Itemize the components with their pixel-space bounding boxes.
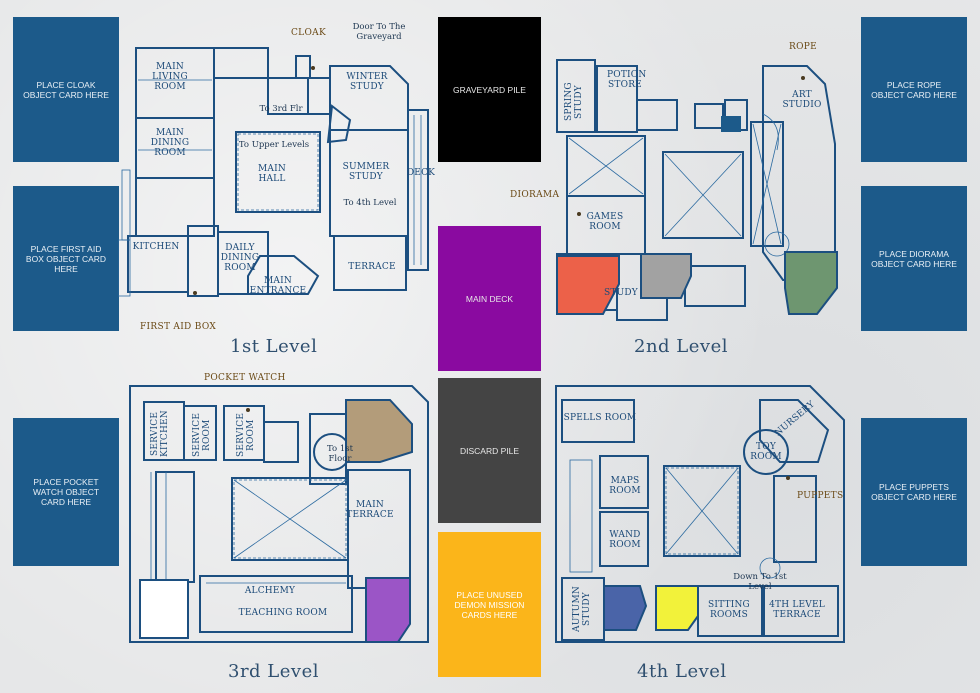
level3-floorplan	[129, 385, 429, 643]
to-3rd-flr-label: To 3rd Flr	[259, 104, 303, 114]
door-graveyard-label: Door To The Graveyard	[352, 22, 406, 42]
pocket-watch-marker	[246, 408, 250, 412]
first-aid-card-slot[interactable]: PLACE FIRST AID BOX OBJECT CARD HERE	[13, 186, 119, 331]
rope-marker	[801, 76, 805, 80]
cloak-marker	[311, 66, 315, 70]
sitting-rooms-label: SITTING ROOMS	[708, 600, 750, 620]
main-deck[interactable]: MAIN DECK	[438, 226, 541, 371]
kitchen-label: KITCHEN	[132, 242, 180, 252]
cloak-card-slot[interactable]: PLACE CLOAK OBJECT CARD HERE	[13, 17, 119, 162]
winter-study-label: WINTER STUDY	[346, 72, 388, 92]
summer-study-label: SUMMER STUDY	[342, 162, 390, 182]
discard-pile[interactable]: DISCARD PILE	[438, 378, 541, 523]
alchemy-label: ALCHEMY	[244, 586, 296, 596]
graveyard-pile[interactable]: GRAVEYARD PILE	[438, 17, 541, 162]
spells-room-label: SPELLS ROOM	[563, 413, 637, 423]
level1-floorplan	[118, 47, 429, 297]
diorama-marker	[577, 212, 581, 216]
to-upper-levels-label: To Upper Levels	[238, 140, 310, 150]
main-terrace-label: MAIN TERRACE	[346, 500, 394, 520]
down-to-1st-level-label: Down To 1st Level	[733, 572, 787, 592]
4th-level-terrace-label: 4TH LEVEL TERRACE	[769, 600, 825, 620]
study-label: STUDY	[604, 288, 638, 298]
demon-mission-slot[interactable]: PLACE UNUSED DEMON MISSION CARDS HERE	[438, 532, 541, 677]
level1-title: 1st Level	[230, 336, 318, 357]
diorama-object-label: DIORAMA	[510, 190, 560, 200]
level4-floorplan	[555, 385, 845, 643]
games-room-label: GAMES ROOM	[586, 212, 624, 232]
service-room-label-2: SERVICE ROOM	[236, 412, 256, 458]
daily-dining-room-label: DAILY DINING ROOM	[220, 243, 260, 273]
teaching-room-label: TEACHING ROOM	[238, 608, 328, 618]
rope-card-slot[interactable]: PLACE ROPE OBJECT CARD HERE	[861, 17, 967, 162]
cloak-object-label: CLOAK	[291, 28, 326, 38]
rope-object-label: ROPE	[789, 42, 817, 52]
diorama-card-slot[interactable]: PLACE DIORAMA OBJECT CARD HERE	[861, 186, 967, 331]
to-1st-floor-label: To 1st Floor	[326, 444, 353, 464]
level4-title: 4th Level	[637, 661, 727, 682]
puppets-card-slot[interactable]: PLACE PUPPETS OBJECT CARD HERE	[861, 418, 967, 566]
main-entrance-label: MAIN ENTRANCE	[249, 276, 307, 296]
wand-room-label: WAND ROOM	[609, 530, 641, 550]
level3-title: 3rd Level	[228, 661, 319, 682]
main-living-room-label: MAIN LIVING ROOM	[152, 62, 188, 92]
main-dining-room-label: MAIN DINING ROOM	[150, 128, 190, 158]
level2-title: 2nd Level	[634, 336, 728, 357]
art-studio-label: ART STUDIO	[782, 90, 822, 110]
toy-room-label: TOY ROOM	[750, 442, 782, 462]
main-hall-label: MAIN HALL	[258, 164, 286, 184]
autumn-study-label: AUTUMN STUDY	[572, 586, 592, 632]
first-aid-box-label: FIRST AID BOX	[140, 322, 217, 332]
service-room-label-1: SERVICE ROOM	[192, 412, 212, 458]
maps-room-label: MAPS ROOM	[609, 476, 641, 496]
terrace-label: TERRACE	[348, 262, 396, 272]
first-aid-marker	[193, 291, 197, 295]
puppets-object-label: PUPPETS	[797, 491, 844, 501]
to-4th-level-label: To 4th Level	[343, 198, 397, 208]
pocket-watch-object-label: POCKET WATCH	[204, 373, 286, 383]
level2-floorplan	[556, 59, 838, 321]
deck-label: DECK	[406, 168, 436, 178]
spring-study-label: SPRING STUDY	[564, 82, 584, 122]
pocket-watch-card-slot[interactable]: PLACE POCKET WATCH OBJECT CARD HERE	[13, 418, 119, 566]
puppets-marker	[786, 476, 790, 480]
service-kitchen-label: SERVICE KITCHEN	[150, 410, 170, 458]
potion-store-label: POTION STORE	[607, 70, 647, 90]
